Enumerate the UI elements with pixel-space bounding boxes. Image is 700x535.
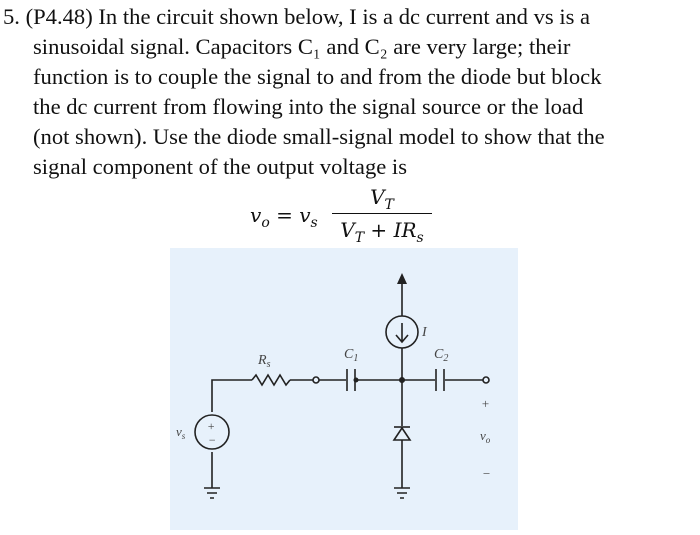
output-minus-sign: − (482, 466, 491, 481)
rs-label: Rs (257, 353, 271, 370)
rs-label-main: R (257, 353, 267, 368)
circuit-figure: + − vs Rs C1 C2 I + vo − (170, 248, 518, 530)
equation-vo: v (250, 203, 262, 227)
problem-line-6: signal component of the output voltage i… (33, 154, 407, 179)
problem-line-1: 5. (P4.48) In the circuit shown below, I… (3, 4, 591, 29)
equation-num-sub: T (384, 197, 394, 213)
c2-label-main: C (434, 347, 444, 362)
vo-label: vo (480, 428, 491, 445)
input-terminal-node (312, 376, 320, 384)
fraction-bar (332, 213, 432, 214)
problem-line-5: (not shown). Use the diode small-signal … (33, 124, 605, 149)
equation-lhs: vo = vs (250, 203, 318, 231)
source-minus-sign: − (208, 433, 216, 447)
equation-numerator: VT (332, 183, 432, 213)
diode-ground (394, 487, 410, 499)
vs-label-main: v (176, 424, 182, 439)
equation-den-plus: + (364, 218, 394, 242)
source-wire-up (211, 379, 252, 412)
circuit-diagram: + − vs Rs C1 C2 I + vo − (176, 273, 491, 499)
equation-denominator: VT + IRs (332, 216, 432, 246)
current-source-arrow (395, 323, 409, 344)
equation-vo-sub: o (261, 215, 270, 231)
vs-label-sub: s (182, 431, 186, 441)
equation-den-ir-sub: s (416, 230, 424, 246)
c2-label-sub: 2 (443, 353, 448, 364)
problem-line-4: the dc current from flowing into the sig… (33, 94, 584, 119)
output-terminal-node (482, 376, 490, 384)
vo-label-sub: o (486, 435, 491, 445)
output-voltage-equation: vo = vs VT VT + IRs (240, 183, 500, 246)
equation-den-v: V (340, 218, 355, 242)
junction-dot-diode (399, 377, 405, 383)
signal-source-circle (194, 414, 230, 450)
source-ground (204, 487, 220, 499)
equation-fraction: VT VT + IRs (332, 183, 432, 246)
diode-triangle (392, 426, 412, 441)
vo-label-main: v (480, 428, 486, 443)
equation-vs-sub: s (310, 215, 318, 231)
rs-resistor (251, 373, 291, 387)
current-label: I (421, 325, 428, 340)
vs-label: vs (176, 424, 186, 441)
equation-den-ir: IR (393, 218, 417, 242)
c2-label: C2 (434, 347, 448, 364)
c1-label: C1 (344, 347, 358, 364)
supply-arrowhead (397, 273, 407, 284)
c1-label-main: C (344, 347, 354, 362)
output-plus-sign: + (481, 396, 490, 411)
junction-dot-c1 (353, 377, 359, 383)
source-plus-sign: + (207, 419, 215, 433)
equation-equals: = (269, 203, 300, 227)
problem-line-2: sinusoidal signal. Capacitors C₁ and C₂ … (33, 34, 571, 59)
equation-den-v-sub: T (354, 230, 365, 246)
equation-num-v: V (370, 185, 385, 209)
problem-line-3: function is to couple the signal to and … (33, 64, 602, 89)
equation-vs: v (299, 203, 311, 227)
rs-label-sub: s (267, 359, 271, 370)
c1-label-sub: 1 (353, 353, 358, 364)
problem-statement: 5. (P4.48) In the circuit shown below, I… (3, 2, 693, 182)
